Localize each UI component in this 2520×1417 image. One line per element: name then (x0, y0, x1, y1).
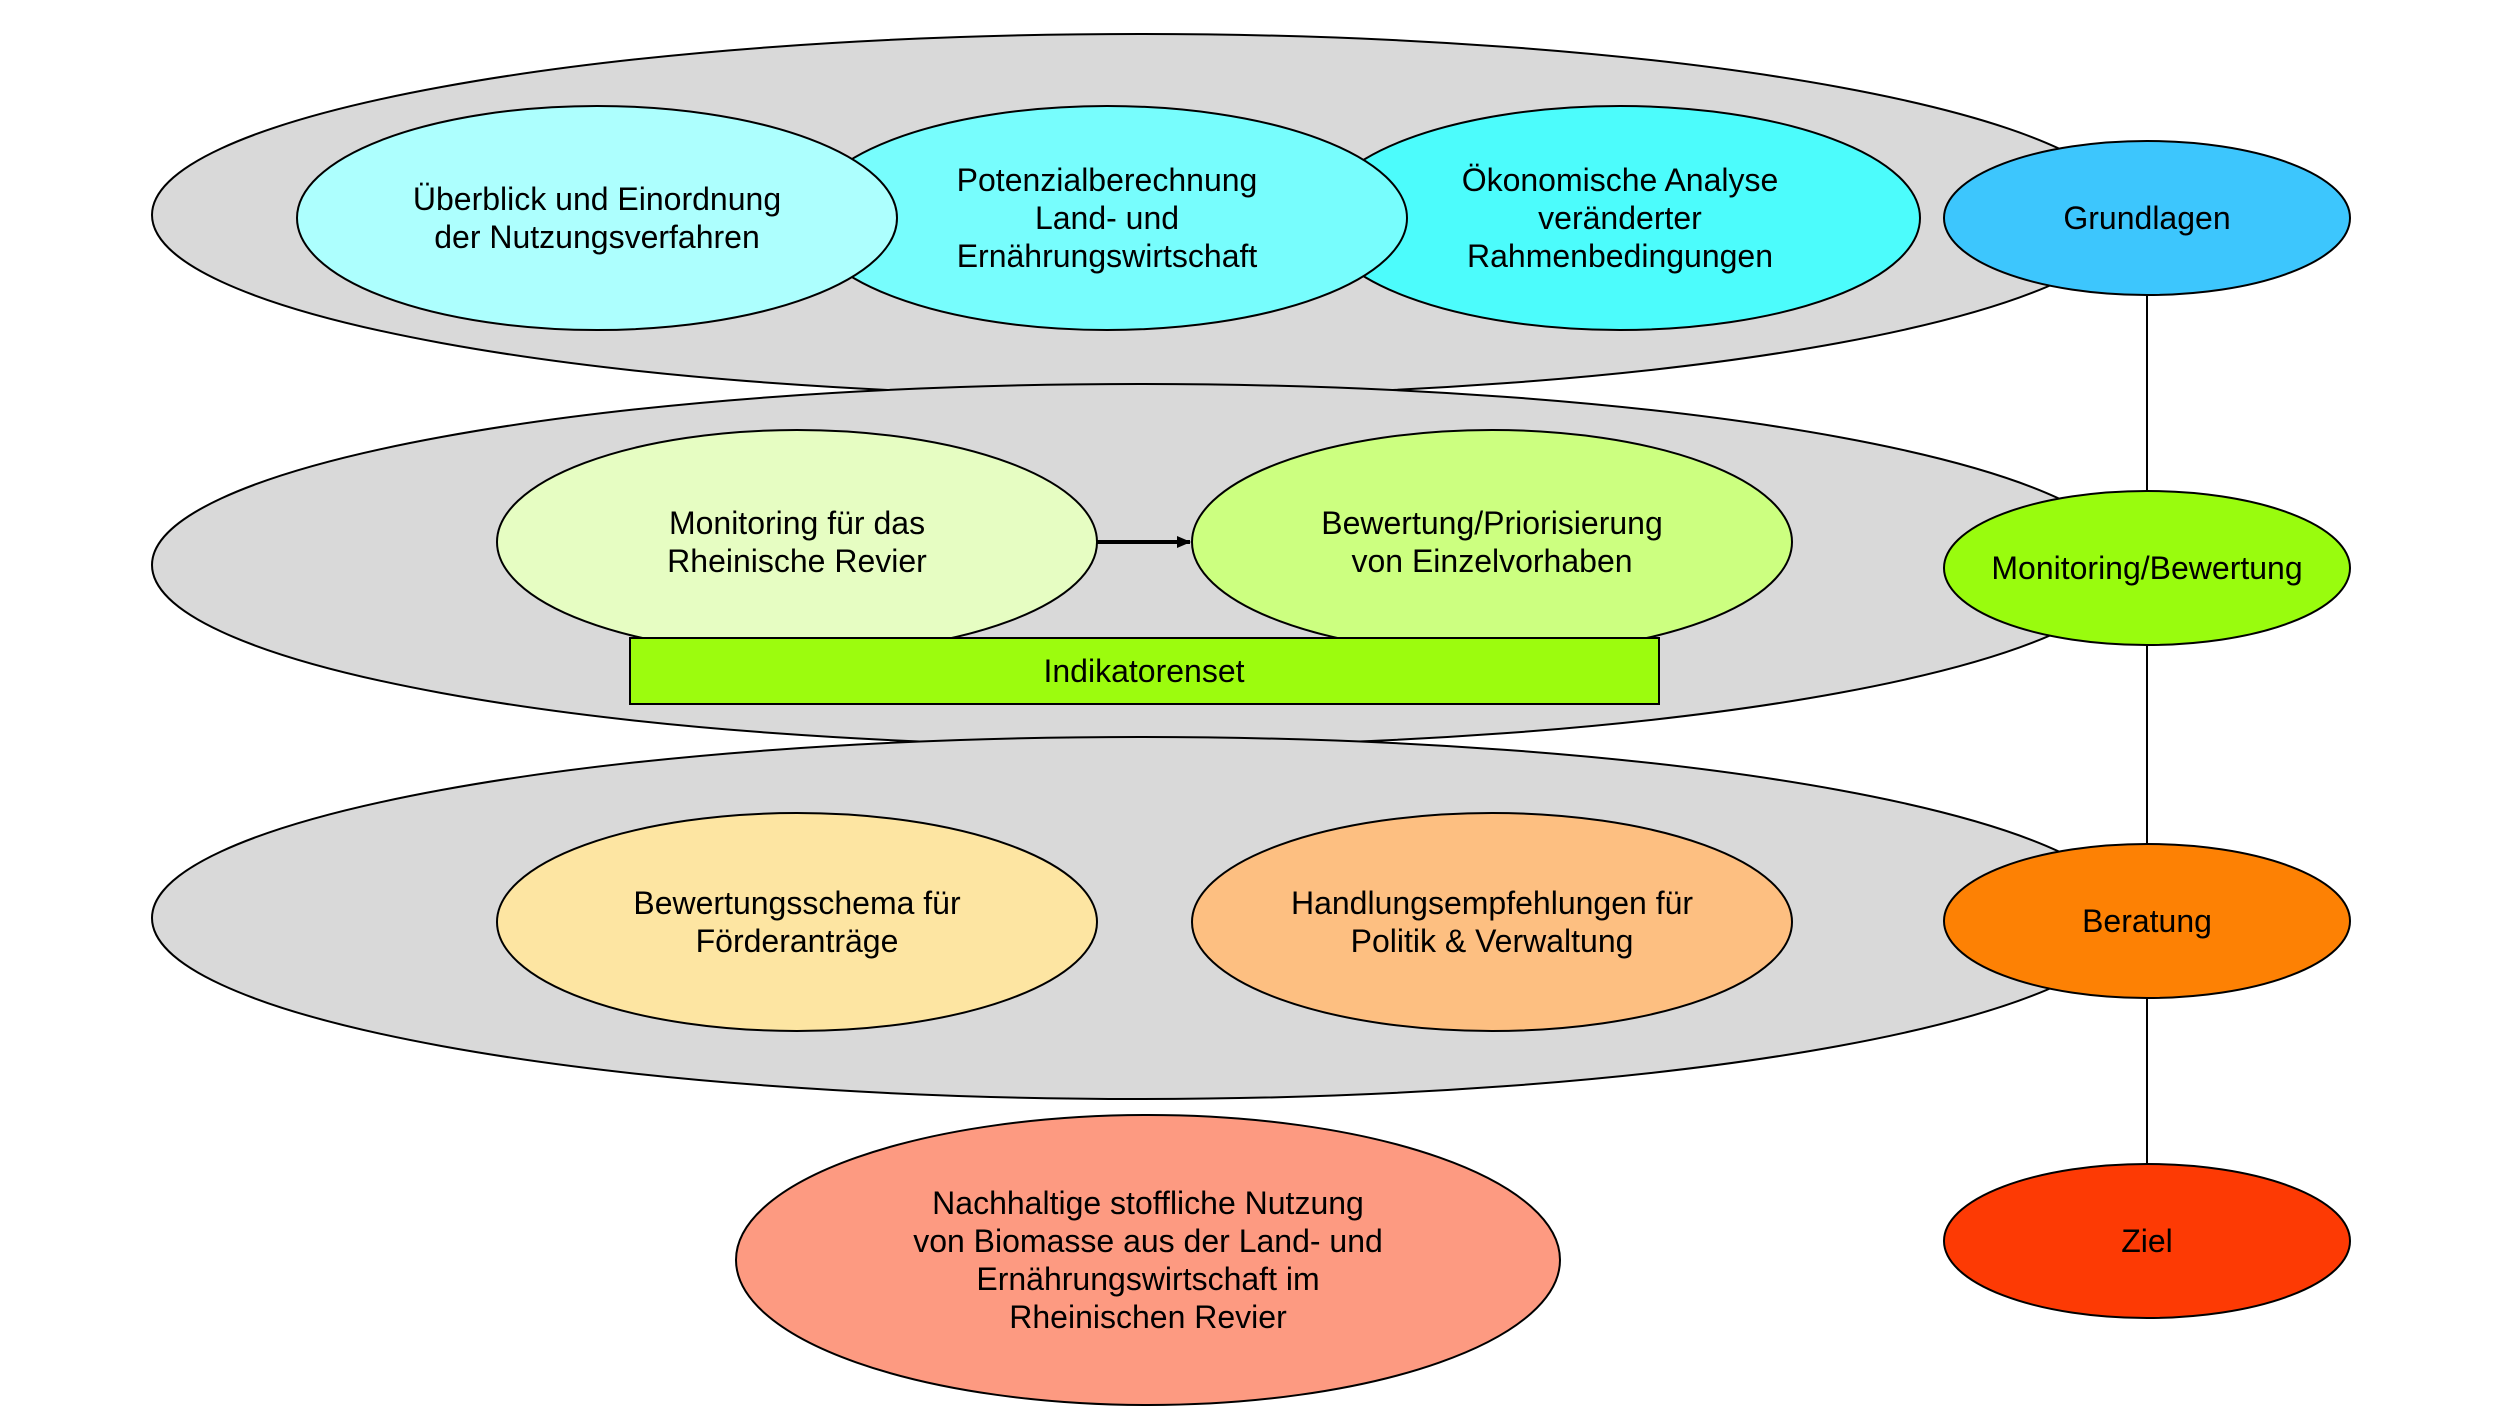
label-line: Bewertungsschema für (633, 885, 961, 921)
stage-beratung: Beratung (1943, 843, 2351, 999)
label-line: Rheinischen Revier (1009, 1299, 1287, 1335)
label-line: von Biomasse aus der Land- und (913, 1223, 1383, 1259)
label-line: Nachhaltige stoffliche Nutzung (932, 1185, 1364, 1221)
label-line: von Einzelvorhaben (1351, 543, 1632, 579)
label-line: Überblick und Einordnung (413, 181, 781, 217)
stage-label: Beratung (2082, 903, 2212, 939)
stage-label: Monitoring/Bewertung (1991, 550, 2302, 586)
stage-ziel: Ziel (1943, 1163, 2351, 1319)
label-line: Land- und (1035, 200, 1179, 236)
label-line: Politik & Verwaltung (1351, 923, 1634, 959)
label-line: Potenzialberechnung (957, 162, 1258, 198)
stage-monitoring-bewertung: Monitoring/Bewertung (1943, 490, 2351, 646)
indikatorenset-label: Indikatorenset (1043, 653, 1244, 689)
label-line: Ökonomische Analyse (1462, 162, 1779, 198)
stage-label: Ziel (2121, 1223, 2173, 1259)
label-line: Rahmenbedingungen (1467, 238, 1773, 274)
label-line: Ernährungswirtschaft im (976, 1261, 1319, 1297)
label-line: Ernährungswirtschaft (957, 238, 1258, 274)
label-line: Rheinische Revier (667, 543, 927, 579)
indikatorenset-bar: Indikatorenset (629, 637, 1660, 705)
label-line: der Nutzungsverfahren (434, 219, 760, 255)
label-line: Bewertung/Priorisierung (1321, 505, 1663, 541)
layer-beratung-background (151, 736, 2129, 1100)
label-line: Handlungsempfehlungen für (1291, 885, 1693, 921)
label-line: Monitoring für das (669, 505, 925, 541)
label-line: Förderanträge (696, 923, 899, 959)
stage-grundlagen: Grundlagen (1943, 140, 2351, 296)
label-line: veränderter (1538, 200, 1702, 236)
stage-label: Grundlagen (2063, 200, 2230, 236)
